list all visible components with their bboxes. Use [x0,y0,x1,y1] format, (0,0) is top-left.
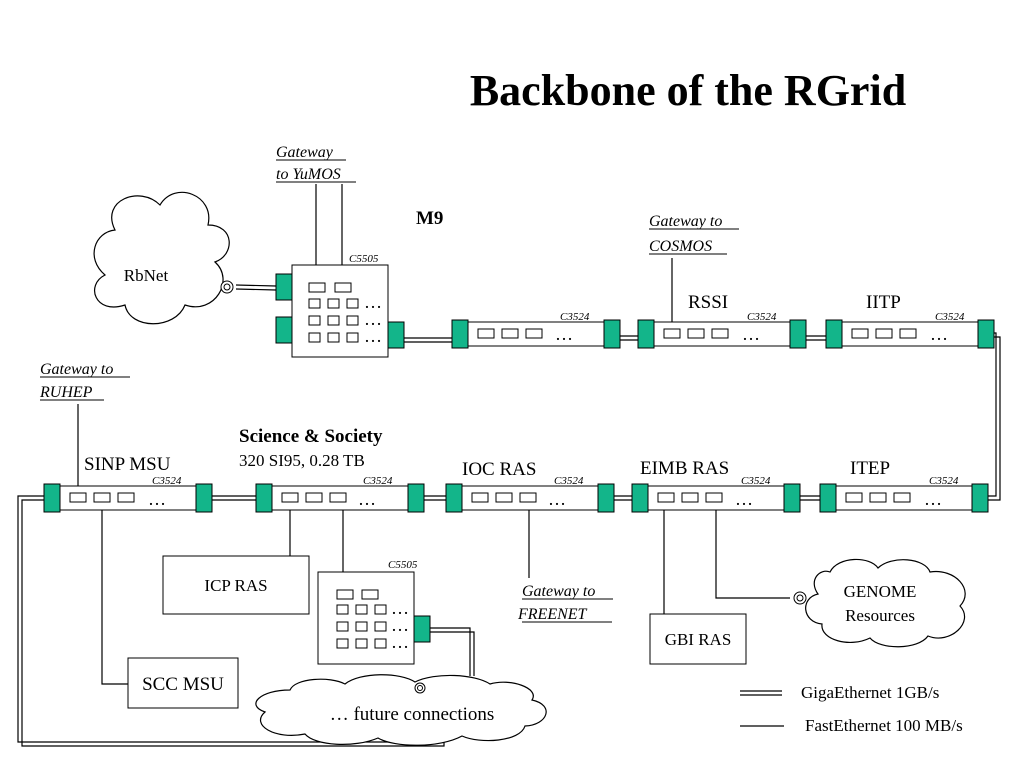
model-label: C3524 [554,475,584,487]
dots: … [548,489,566,509]
dots: … [555,324,573,344]
gateway-yumos: Gateway to YuMOS [276,144,356,183]
connector-icon [220,280,234,294]
model-label: C3524 [741,475,771,487]
model-label: C3524 [152,475,182,487]
dots: … [391,615,409,635]
switch-c3524-itep: … C3524 [819,475,989,513]
sinp-label: SINP MSU [84,454,171,475]
gateway-cosmos-line2: COSMOS [649,238,712,255]
genome-label-line2: Resources [845,606,915,625]
cloud-rbnet: RbNet [93,191,230,325]
rbnet-label: RbNet [124,266,169,285]
connector-icon [414,682,426,694]
science-society-sub: 320 SI95, 0.28 TB [239,451,365,470]
dots: … [735,489,753,509]
box-icp-ras: ICP RAS [162,555,310,615]
gateway-ruhep-line2: RUHEP [39,384,93,401]
model-label: C3524 [560,311,590,323]
switch-c3524-top-1: … C3524 [451,311,621,349]
switch-c3524-rssi: … C3524 [637,311,807,349]
model-label: C5505 [349,253,379,265]
gbi-label: GBI RAS [665,630,732,649]
model-label: C3524 [363,475,393,487]
connector-icon [793,591,807,605]
model-label: C5505 [388,559,418,571]
dots: … [391,598,409,618]
scc-label: SCC MSU [142,674,224,695]
page-title: Backbone of the RGrid [470,66,906,115]
dots: … [364,292,382,312]
gateway-freenet: Gateway to FREENET [517,583,613,623]
dots: … [742,324,760,344]
model-label: C3524 [929,475,959,487]
science-society-label: Science & Society [239,426,383,447]
gateway-yumos-line2: to YuMOS [276,166,341,183]
gateway-freenet-line2: FREENET [517,606,588,623]
switch-c5505-lower: … … … C5505 [317,559,431,665]
legend-giga-label: GigaEthernet 1GB/s [801,683,939,702]
gateway-ruhep: Gateway to RUHEP [39,361,130,401]
dots: … [924,489,942,509]
ioc-label: IOC RAS [462,459,536,480]
legend-fast-label: FastEthernet 100 MB/s [805,716,963,735]
box-gbi-ras: GBI RAS [649,613,747,665]
gateway-cosmos-line1: Gateway to [649,213,722,230]
switch-c5505-m9: … … … C5505 [275,253,405,358]
switch-c3524-science: … C3524 [255,475,425,513]
switch-c3524-iitp: … C3524 [825,311,995,349]
gateway-cosmos: Gateway to COSMOS [649,213,739,255]
dots: … [148,489,166,509]
dots: … [358,489,376,509]
icp-label: ICP RAS [204,576,267,595]
iitp-label: IITP [866,292,901,313]
dots: … [930,324,948,344]
dots: … [364,326,382,346]
m9-label: M9 [416,208,443,229]
rssi-label: RSSI [688,292,728,313]
cloud-genome: GENOME Resources [805,558,966,648]
gateway-yumos-line1: Gateway [276,144,334,161]
box-scc-msu: SCC MSU [127,657,239,709]
switch-c3524-eimb: … C3524 [631,475,801,513]
gateway-ruhep-line1: Gateway to [40,361,113,378]
switch-c3524-ioc: … C3524 [445,475,615,513]
future-connections-label: … future connections [330,704,495,725]
model-label: C3524 [747,311,777,323]
dots: … [364,309,382,329]
legend: GigaEthernet 1GB/s FastEthernet 100 MB/s [740,683,963,735]
dots: … [391,632,409,652]
cloud-future-connections: … future connections [255,674,547,746]
model-label: C3524 [935,311,965,323]
gateway-freenet-line1: Gateway to [522,583,595,600]
switch-c3524-sinp: … C3524 [43,475,213,513]
eimb-label: EIMB RAS [640,458,729,479]
itep-label: ITEP [850,458,890,479]
genome-label-line1: GENOME [844,582,917,601]
